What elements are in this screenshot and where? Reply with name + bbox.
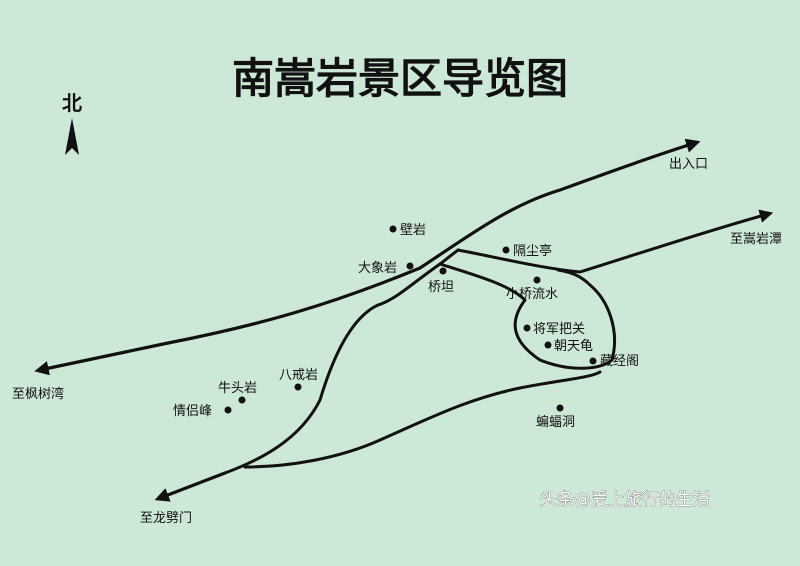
- north-arrow-icon: [65, 118, 79, 155]
- label-jiangjun: 将军把关: [533, 322, 585, 337]
- attraction-labels: 壁岩 隔尘亭 大象岩 桥坦 小桥流水 将军把关 朝天龟 藏经阁 蝙蝠洞 八戒岩 …: [173, 223, 639, 430]
- label-qinglvfeng: 情侣峰: [173, 404, 212, 419]
- watermark: 头条@爱上旅行的生活: [540, 490, 710, 510]
- label-bianfudong: 蝙蝠洞: [536, 414, 575, 430]
- road-west-branch: [223, 262, 442, 475]
- xiaoqiao-dot: [533, 276, 541, 284]
- road-network: [34, 138, 774, 502]
- label-fengshu-bay: 至枫树湾: [12, 386, 64, 402]
- bajieyan-dot: [294, 383, 302, 391]
- north-label: 北: [62, 91, 82, 115]
- label-songyan-pool: 至嵩岩潭: [730, 232, 782, 247]
- label-biyan: 壁岩: [400, 223, 426, 238]
- qinglvfeng-dot: [224, 406, 232, 414]
- road-scenic-loop: [438, 262, 617, 370]
- daxiangyan-dot: [406, 262, 414, 270]
- map-title: 南嵩岩景区导览图: [232, 54, 568, 103]
- cangjingge-dot: [589, 357, 597, 365]
- exit-labels: 出入口 至嵩岩潭 至枫树湾 至龙劈门: [12, 157, 782, 526]
- road-south-loop: [243, 370, 602, 469]
- bianfudong-dot: [556, 404, 564, 412]
- label-longpang-gate: 至龙劈门: [140, 510, 192, 526]
- biyan-dot: [389, 225, 397, 233]
- label-bajieyan: 八戒岩: [279, 368, 318, 383]
- label-niutouyan: 牛头岩: [218, 381, 257, 396]
- jiangjun-dot: [523, 324, 531, 332]
- niutouyan-dot: [238, 396, 246, 404]
- label-xiaoqiao: 小桥流水: [506, 287, 558, 302]
- label-entrance: 出入口: [669, 157, 708, 172]
- label-chaotiangui: 朝天龟: [554, 339, 593, 354]
- qiaotan-dot: [439, 267, 447, 275]
- road-to-entrance: [166, 138, 701, 345]
- road-to-songyan-pool: [456, 209, 774, 274]
- label-daxiangyan: 大象岩: [358, 261, 397, 276]
- label-qiaotan: 桥坦: [428, 280, 454, 295]
- road-to-fengshu-bay: [34, 341, 170, 376]
- label-gechenting: 隔尘亭: [513, 243, 552, 259]
- label-cangjingge: 藏经阁: [600, 354, 639, 369]
- attraction-dots: [224, 225, 597, 414]
- road-to-longpang-gate: [154, 471, 227, 502]
- gechenting-dot: [502, 246, 510, 254]
- chaotiangui-dot: [544, 341, 552, 349]
- road-junction: [438, 248, 460, 266]
